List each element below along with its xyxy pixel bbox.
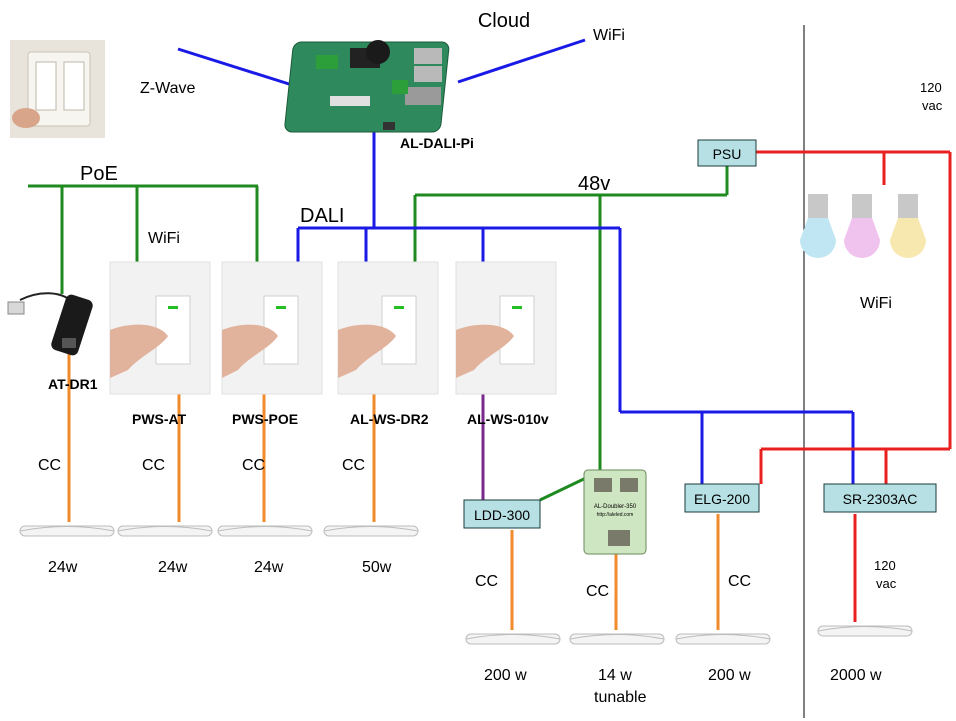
fixtures (20, 526, 912, 644)
switch-panel-pws-at (110, 262, 210, 394)
switch-panel-al-ws-dr2 (338, 262, 438, 394)
ldd-300-label: LDD-300 (474, 507, 530, 523)
dali-pi-board (284, 40, 449, 132)
zwave-link (178, 49, 308, 90)
zwave-label: Z-Wave (140, 80, 196, 97)
at-dr1-dongle (8, 293, 94, 357)
cc-label: CC (142, 457, 165, 474)
switch-panel-pws-poe (222, 262, 322, 394)
switch-panel-al-ws-010v (456, 262, 556, 394)
al-doubler-module: AL-Doubler-350 http://aleled.com (584, 470, 646, 554)
fixture-4 (324, 526, 418, 536)
ac-right-line2: vac (876, 576, 897, 591)
fixture-8 (818, 626, 912, 636)
psu-box: PSU (698, 140, 756, 166)
fixture-3 (218, 526, 312, 536)
doubler-line2: http://aleled.com (597, 512, 634, 518)
sr-2303ac-box: SR-2303AC (824, 484, 936, 512)
bulb-yellow (890, 194, 926, 258)
switch-label-al-ws-dr2: AL-WS-DR2 (350, 411, 429, 427)
load-label: 200 w (708, 667, 751, 684)
ldd-300-box: LDD-300 (464, 500, 540, 528)
cc-label: CC (728, 573, 751, 590)
poe-label: PoE (80, 163, 118, 185)
fixture-1 (20, 526, 114, 536)
cc-label: CC (38, 457, 61, 474)
elg-200-box: ELG-200 (685, 484, 759, 512)
load-label: 200 w (484, 667, 527, 684)
fixture-5 (466, 634, 560, 644)
cc-label: CC (342, 457, 365, 474)
load-label: 24w (48, 559, 78, 576)
psu-label: PSU (713, 146, 742, 162)
bulb-blue (800, 194, 836, 258)
v48-label: 48v (578, 173, 610, 195)
dali-label: DALI (300, 205, 344, 227)
switch-label-pws-at: PWS-AT (132, 411, 187, 427)
ac-top-line2: vac (922, 98, 943, 113)
wifi-bulbs (800, 194, 926, 258)
doubler-line1: AL-Doubler-350 (594, 504, 637, 510)
switch-label-at-dr1: AT-DR1 (48, 376, 98, 392)
load-label: 50w (362, 559, 392, 576)
load-label: 24w (158, 559, 188, 576)
elg-200-label: ELG-200 (694, 491, 750, 507)
cc-label: CC (242, 457, 265, 474)
cloud-label: Cloud (478, 10, 530, 32)
wifi-top-label: WiFi (593, 27, 625, 44)
sr-2303ac-label: SR-2303AC (843, 491, 918, 507)
dali-pi-label: AL-DALI-Pi (400, 135, 474, 151)
switch-label-pws-poe: PWS-POE (232, 411, 298, 427)
wifi-bulbs-label: WiFi (860, 295, 892, 312)
ac-top-line1: 120 (920, 80, 942, 95)
switch-label-al-ws-010v: AL-WS-010v (467, 411, 549, 427)
load-sub-label: tunable (594, 689, 647, 706)
wifi-switch-label: WiFi (148, 230, 180, 247)
load-label: 2000 w (830, 667, 882, 684)
ac-right-line1: 120 (874, 558, 896, 573)
bulb-pink (844, 194, 880, 258)
wifi-link (458, 40, 585, 82)
ldd-doubler-link (540, 476, 590, 500)
load-label: 24w (254, 559, 284, 576)
fixture-6 (570, 634, 664, 644)
fixture-7 (676, 634, 770, 644)
load-label: 14 w (598, 667, 632, 684)
switch-panels (110, 262, 556, 394)
fixture-2 (118, 526, 212, 536)
cc-label: CC (586, 583, 609, 600)
cc-label: CC (475, 573, 498, 590)
zwave-switch-photo (10, 40, 105, 138)
